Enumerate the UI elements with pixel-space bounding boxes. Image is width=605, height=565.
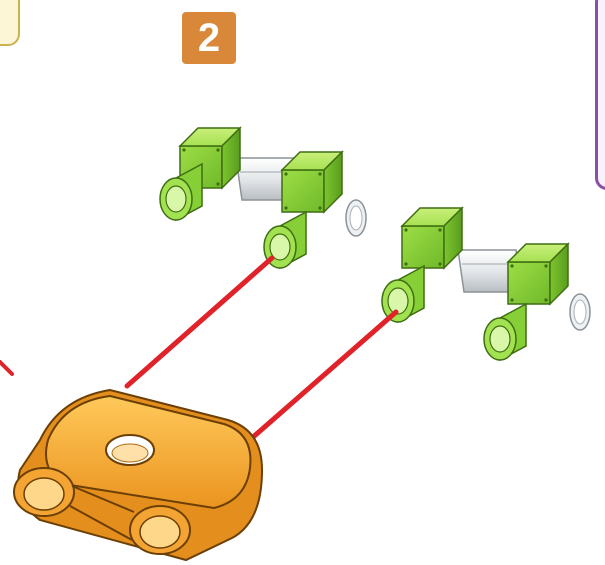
guide-line [0,360,14,376]
green-connector-pair [381,207,591,361]
orange-link [13,388,264,562]
previous-step-callout [0,0,20,46]
guide-line [249,309,399,441]
green-connector-pair [159,127,367,269]
step-number-badge: 2 [182,12,236,64]
guide-line [124,255,275,389]
